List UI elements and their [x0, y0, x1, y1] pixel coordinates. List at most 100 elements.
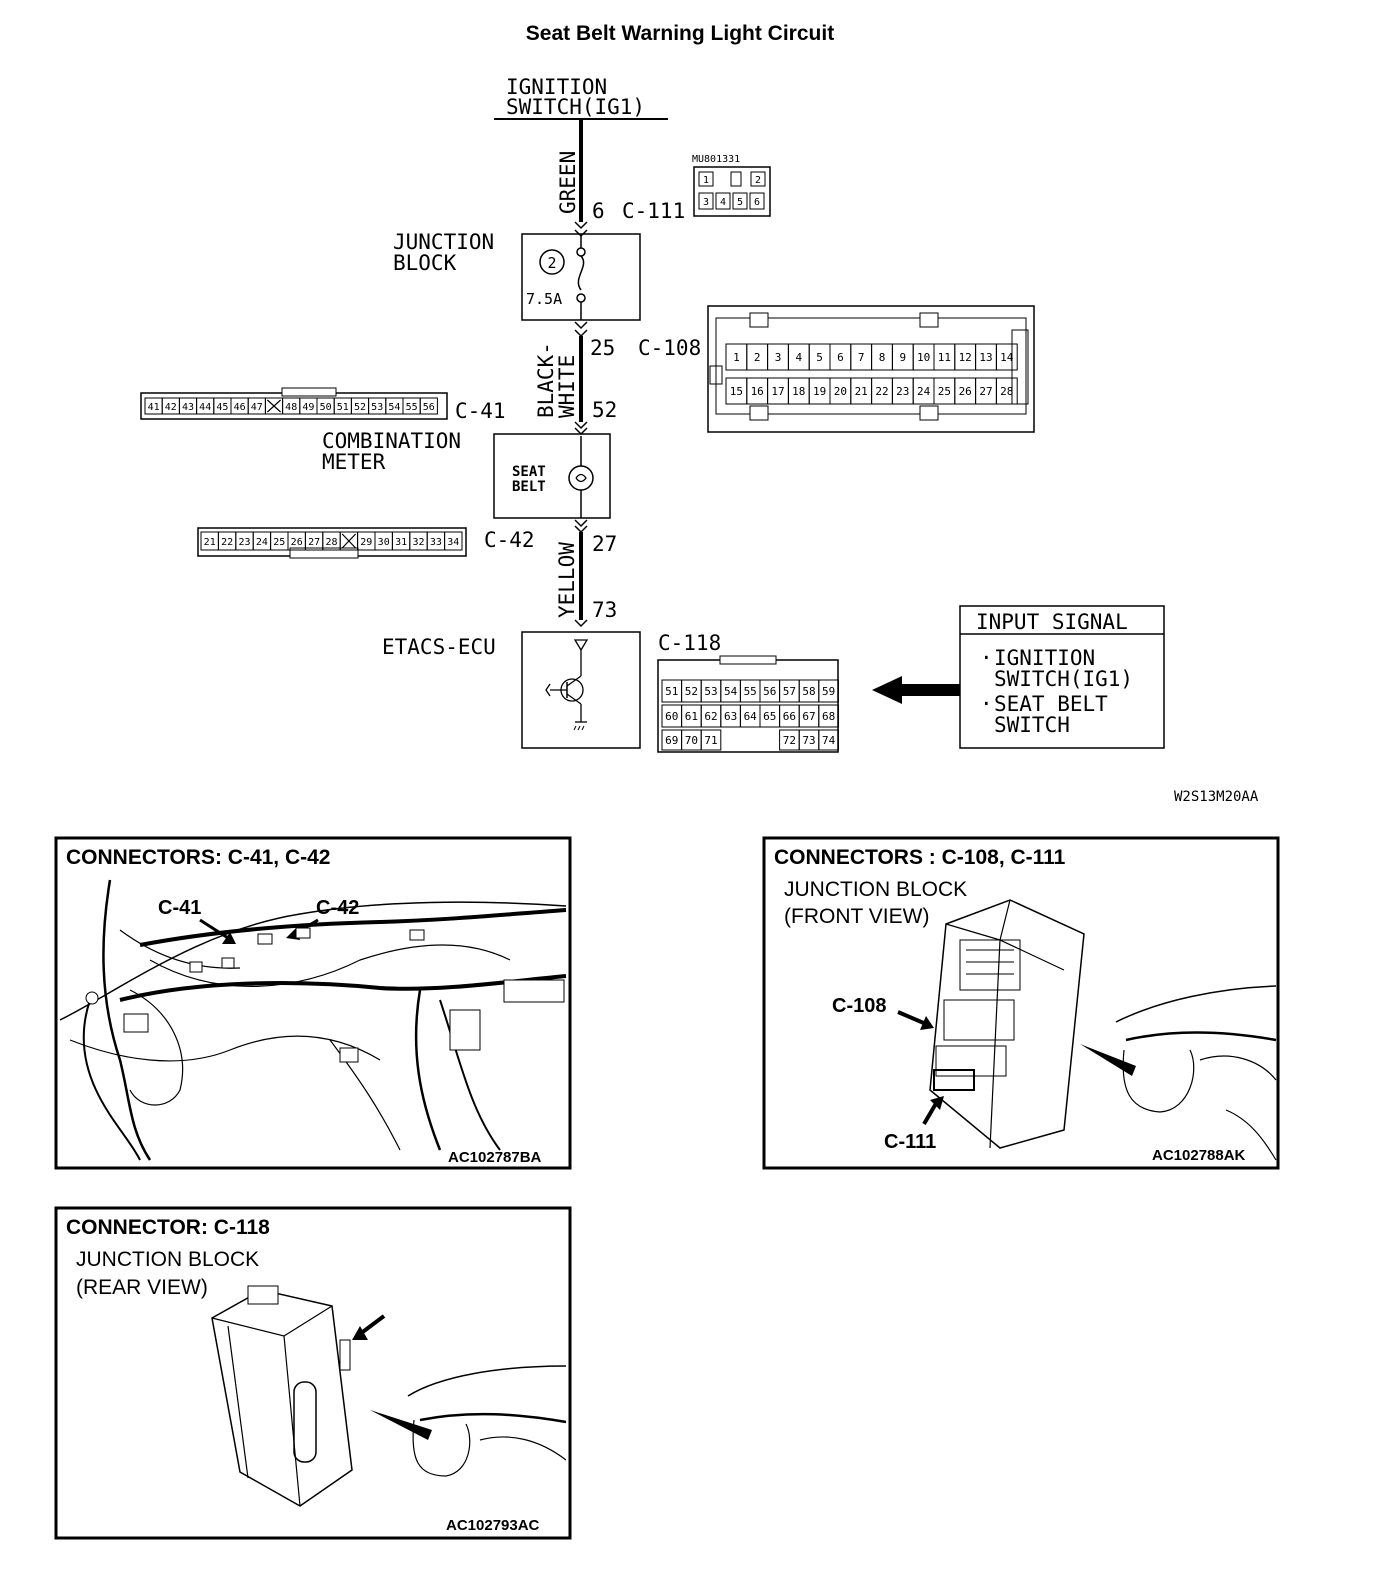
page-title: Seat Belt Warning Light Circuit: [526, 22, 834, 45]
connector-pin-number: 34: [447, 537, 459, 548]
panel-c118-code: AC102793AC: [446, 1517, 540, 1534]
connector-pin-number: 19: [813, 385, 826, 398]
connector-pin-number: 53: [371, 402, 383, 413]
connector-pin-number: 54: [388, 402, 400, 413]
connector-pin-number: 18: [792, 385, 805, 398]
seat-belt-lamp-label-2: BELT: [512, 479, 546, 495]
arrow-icon: [930, 1096, 944, 1110]
input-signal-title: INPUT SIGNAL: [976, 610, 1128, 634]
panel-c108-c111-code: AC102788AK: [1152, 1147, 1246, 1164]
connector-pin-number: 55: [406, 402, 418, 413]
connector-pin-number: 72: [783, 734, 796, 747]
panel-c108-c111-title: CONNECTORS : C-108, C-111: [774, 846, 1066, 869]
connector-pin-number: 27: [979, 385, 992, 398]
connector-pin-number: 15: [730, 385, 743, 398]
connector-pin-number: 6: [837, 351, 844, 364]
fuse-number-circle: [539, 249, 565, 275]
connector-pin-number: 57: [783, 685, 796, 698]
combination-meter-box: [493, 433, 611, 519]
input-signal-box: [959, 605, 1165, 749]
connector-pin-number: 29: [360, 537, 372, 548]
connector-pin-number: 11: [938, 351, 951, 364]
panel-c118-sub2: (REAR VIEW): [76, 1276, 208, 1299]
connector-pin-number: 51: [665, 685, 678, 698]
connector-pin-number: 70: [685, 734, 698, 747]
panel-c118-sub1: JUNCTION BLOCK: [76, 1248, 259, 1271]
connector-pin-number: 71: [704, 734, 717, 747]
connector-pin-cell: [700, 729, 722, 751]
connector-pin-cell: [818, 729, 839, 751]
connector-pin-number: 14: [1000, 351, 1014, 364]
connector-pin-number: 61: [685, 710, 698, 723]
arrow-icon: [1080, 1044, 1136, 1076]
connector-pin-number: 2: [754, 351, 761, 364]
input-signal-2b: SWITCH: [994, 713, 1070, 737]
c111-connector-face: 1 2 3 4 5 6: [693, 166, 771, 217]
connector-pin-number: 48: [285, 402, 297, 413]
connector-pin-number: 55: [744, 685, 757, 698]
connector-pin-number: 52: [685, 685, 698, 698]
connector-pin-number: 65: [763, 710, 776, 723]
meter-label-2: METER: [322, 450, 386, 474]
connector-pin-number: 67: [802, 710, 815, 723]
connector-pin-number: 45: [216, 402, 228, 413]
connector-pin-number: 47: [251, 402, 263, 413]
connector-pin-number: 68: [822, 710, 835, 723]
panel-c108-c111-sub1: JUNCTION BLOCK: [784, 878, 967, 901]
connector-pin-number: 51: [337, 402, 349, 413]
seat-belt-lamp-label-1: SEAT: [512, 464, 546, 480]
c42-pin-label: 27: [592, 532, 617, 556]
mu-code: MU801331: [692, 154, 740, 165]
connector-pin-number: 54: [724, 685, 738, 698]
connector-pin-number: 24: [917, 385, 931, 398]
svg-text:1: 1: [703, 175, 709, 186]
connector-pin-number: 74: [822, 734, 836, 747]
connector-pin-number: 26: [959, 385, 972, 398]
ignition-label-1: IGNITION: [506, 75, 607, 99]
panel-c118-title: CONNECTOR: C-118: [66, 1216, 270, 1239]
svg-text:5: 5: [737, 197, 743, 208]
connector-pin-cell: [818, 679, 839, 703]
wire-green-label: GREEN: [556, 151, 580, 214]
fuse-icon: [577, 255, 585, 291]
c118-label: C-118: [658, 631, 721, 655]
connector-pin-number: 10: [917, 351, 930, 364]
connector-pin-number: 3: [775, 351, 782, 364]
connector-pin-number: 21: [855, 385, 868, 398]
svg-text:3: 3: [703, 197, 709, 208]
connector-pin-number: 56: [423, 402, 435, 413]
panel-c108-c111: CONNECTORS : C-108, C-111 JUNCTION BLOCK…: [762, 836, 1280, 1170]
ecu-label: ETACS-ECU: [382, 635, 496, 659]
input-terminal-icon: [573, 639, 589, 652]
connector-pin-number: 17: [771, 385, 784, 398]
connector-pin-number: 44: [199, 402, 211, 413]
connector-pin-number: 31: [395, 537, 407, 548]
input-signal-1a: IGNITION: [994, 646, 1095, 670]
connector-pin-number: 52: [354, 402, 366, 413]
input-bullet-1: ·: [980, 646, 993, 670]
connector-pin-number: 42: [165, 402, 177, 413]
input-signal-2a: SEAT BELT: [994, 692, 1108, 716]
wire-yellow-label: YELLOW: [555, 542, 579, 618]
connector-pin-number: 64: [744, 710, 758, 723]
connector-pin-number: 58: [802, 685, 815, 698]
figure-code: W2S13M20AA: [1174, 789, 1259, 805]
connector-pin-cell: [444, 531, 463, 551]
connector-pin-number: 12: [959, 351, 972, 364]
fuse-terminal-top: [576, 247, 586, 257]
connector-pin-number: 62: [704, 710, 717, 723]
wire-black-white-label-2: WHITE: [555, 355, 579, 418]
connector-pin-number: 27: [308, 537, 320, 548]
arrow-icon: [370, 1410, 432, 1440]
c111-label: C-111: [622, 199, 685, 223]
connector-pin-number: 22: [875, 385, 888, 398]
signal-arrow-icon: [872, 676, 960, 704]
connector-pin-cell: [995, 377, 1018, 405]
c42-label: C-42: [484, 528, 535, 552]
input-signal-1b: SWITCH(IG1): [994, 667, 1133, 691]
connector-pin-cell: [818, 704, 839, 728]
panel-c111-callout: C-111: [884, 1131, 936, 1153]
